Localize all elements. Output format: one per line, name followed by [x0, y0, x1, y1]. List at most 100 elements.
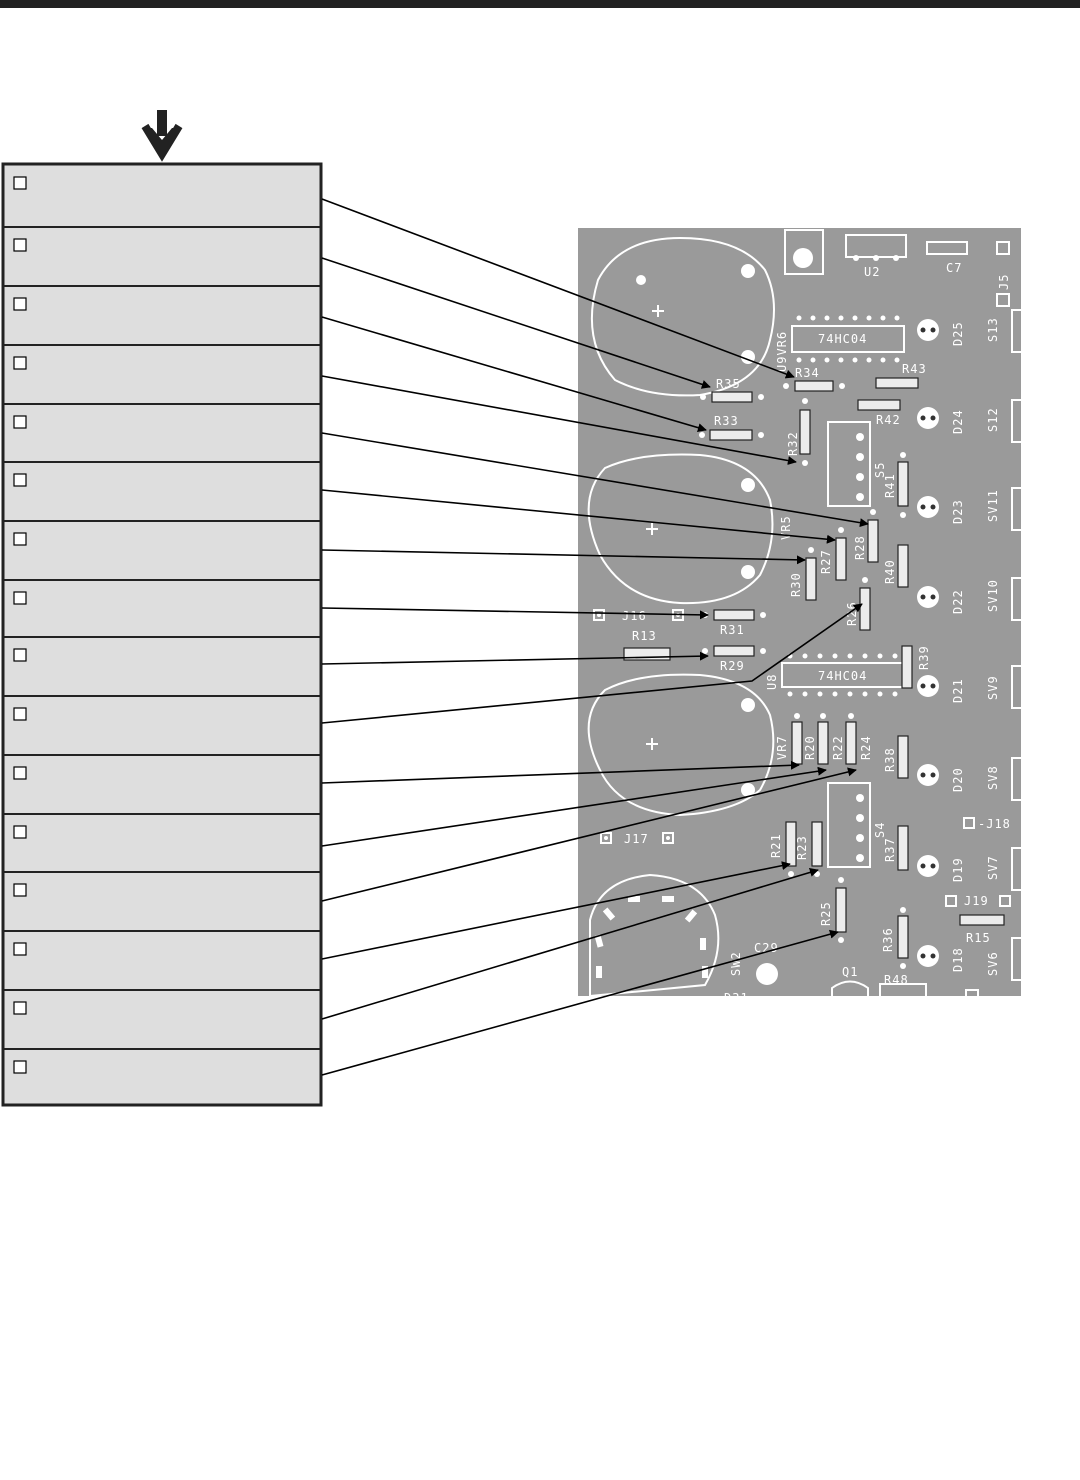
checkbox-r26[interactable] [13, 707, 27, 721]
leader-arrow-r20 [321, 760, 800, 784]
label-s12: S12 [986, 407, 1000, 432]
label-r13: R13 [632, 629, 657, 643]
pcb-board: U2 C7 J5 U9VR6 74HC04 R34 R43 R35 R42 R3… [578, 228, 1021, 1005]
label-r48: R48 [884, 973, 909, 987]
label-r31: R31 [720, 623, 745, 637]
label-d24: D24 [951, 409, 965, 434]
label-ic-mid: 74HC04 [818, 669, 867, 683]
pot-outline-mid [587, 453, 774, 605]
label-j18: -J18 [978, 817, 1011, 831]
label-r35: R35 [716, 377, 741, 391]
label-r25: R25 [819, 901, 833, 926]
label-s5: S5 [873, 462, 887, 478]
leader-arrow-r21 [321, 861, 791, 960]
leader-arrow-r22 [321, 766, 827, 847]
label-s4: S4 [873, 822, 887, 838]
label-u8: U8 [765, 674, 779, 690]
leader-arrow-r27 [321, 489, 836, 544]
checkbox-r32[interactable] [13, 356, 27, 370]
label-d31: D31 [724, 991, 749, 1005]
checkbox-r24[interactable] [13, 883, 27, 897]
label-d20: D20 [951, 767, 965, 792]
label-j17: J17 [624, 832, 649, 846]
leader-arrow-r34 [321, 198, 795, 379]
top-rule [0, 0, 1080, 8]
label-r27: R27 [819, 549, 833, 574]
label-r23: R23 [795, 835, 809, 860]
checkbox-r28[interactable] [13, 415, 27, 429]
label-r32: R32 [786, 431, 800, 456]
label-sv9: SV9 [986, 675, 1000, 700]
label-sw2: SW2 [729, 951, 743, 976]
label-vr5: VR5 [779, 515, 793, 540]
label-r24: R24 [859, 735, 873, 760]
checkbox-r31[interactable] [13, 591, 27, 605]
label-u2: U2 [864, 265, 880, 279]
label-r21: R21 [769, 833, 783, 858]
label-vr7: VR7 [775, 735, 789, 760]
label-d22: D22 [951, 589, 965, 614]
label-r37: R37 [883, 837, 897, 862]
down-arrow-icon [141, 110, 183, 162]
label-j16: J16 [622, 609, 647, 623]
label-r39: R39 [917, 645, 931, 670]
leader-arrow-r24 [321, 767, 857, 902]
leader-arrows [321, 198, 869, 1076]
label-sv8: SV8 [986, 765, 1000, 790]
label-s13: S13 [986, 317, 1000, 342]
label-r22: R22 [831, 735, 845, 760]
pot-outline-low [587, 673, 775, 817]
label-d21: D21 [951, 678, 965, 703]
label-r38: R38 [883, 747, 897, 772]
switch-outline [589, 873, 720, 996]
checkbox-r21[interactable] [13, 942, 27, 956]
label-r40: R40 [883, 559, 897, 584]
leader-arrow-r35 [321, 257, 711, 389]
checkbox-r29[interactable] [13, 648, 27, 662]
label-r36: R36 [881, 927, 895, 952]
leader-arrow-r32 [321, 375, 797, 465]
label-r43: R43 [902, 362, 927, 376]
leader-arrow-r26 [321, 603, 863, 724]
checkbox-r22[interactable] [13, 825, 27, 839]
label-r42: R42 [876, 413, 901, 427]
label-sv11: SV11 [986, 489, 1000, 522]
label-r20: R20 [803, 735, 817, 760]
label-u9-vr6: U9VR6 [775, 331, 789, 372]
checkbox-r33[interactable] [13, 297, 27, 311]
label-c29: C29 [754, 941, 779, 955]
label-ic-top: 74HC04 [818, 332, 867, 346]
checkbox-r35[interactable] [13, 238, 27, 252]
leader-arrow-r30 [321, 549, 806, 565]
label-d25: D25 [951, 321, 965, 346]
label-sv7: SV7 [986, 855, 1000, 880]
leader-arrow-r31 [321, 607, 709, 620]
label-r30: R30 [789, 572, 803, 597]
label-r29: R29 [720, 659, 745, 673]
leader-arrow-r25 [321, 929, 839, 1076]
checkbox-r20[interactable] [13, 766, 27, 780]
label-q1: Q1 [842, 965, 858, 979]
label-r33: R33 [714, 414, 739, 428]
leader-arrow-r29 [321, 651, 709, 665]
label-r34: R34 [795, 366, 820, 380]
label-d19: D19 [951, 857, 965, 882]
checklist-panel [1, 162, 323, 1107]
checkbox-r34[interactable] [13, 176, 27, 190]
label-sv10: SV10 [986, 579, 1000, 612]
label-r15: R15 [966, 931, 991, 945]
label-d23: D23 [951, 499, 965, 524]
label-d18: D18 [951, 947, 965, 972]
label-c7: C7 [946, 261, 962, 275]
checkbox-r27[interactable] [13, 473, 27, 487]
leader-arrow-r28 [321, 432, 869, 528]
leader-arrow-r23 [321, 868, 819, 1020]
label-r28: R28 [853, 535, 867, 560]
label-j5: J5 [997, 274, 1011, 290]
checkbox-r25[interactable] [13, 1060, 27, 1074]
label-j19: J19 [964, 894, 989, 908]
checkbox-r30[interactable] [13, 532, 27, 546]
leader-arrow-r33 [321, 316, 707, 433]
checkbox-r23[interactable] [13, 1001, 27, 1015]
